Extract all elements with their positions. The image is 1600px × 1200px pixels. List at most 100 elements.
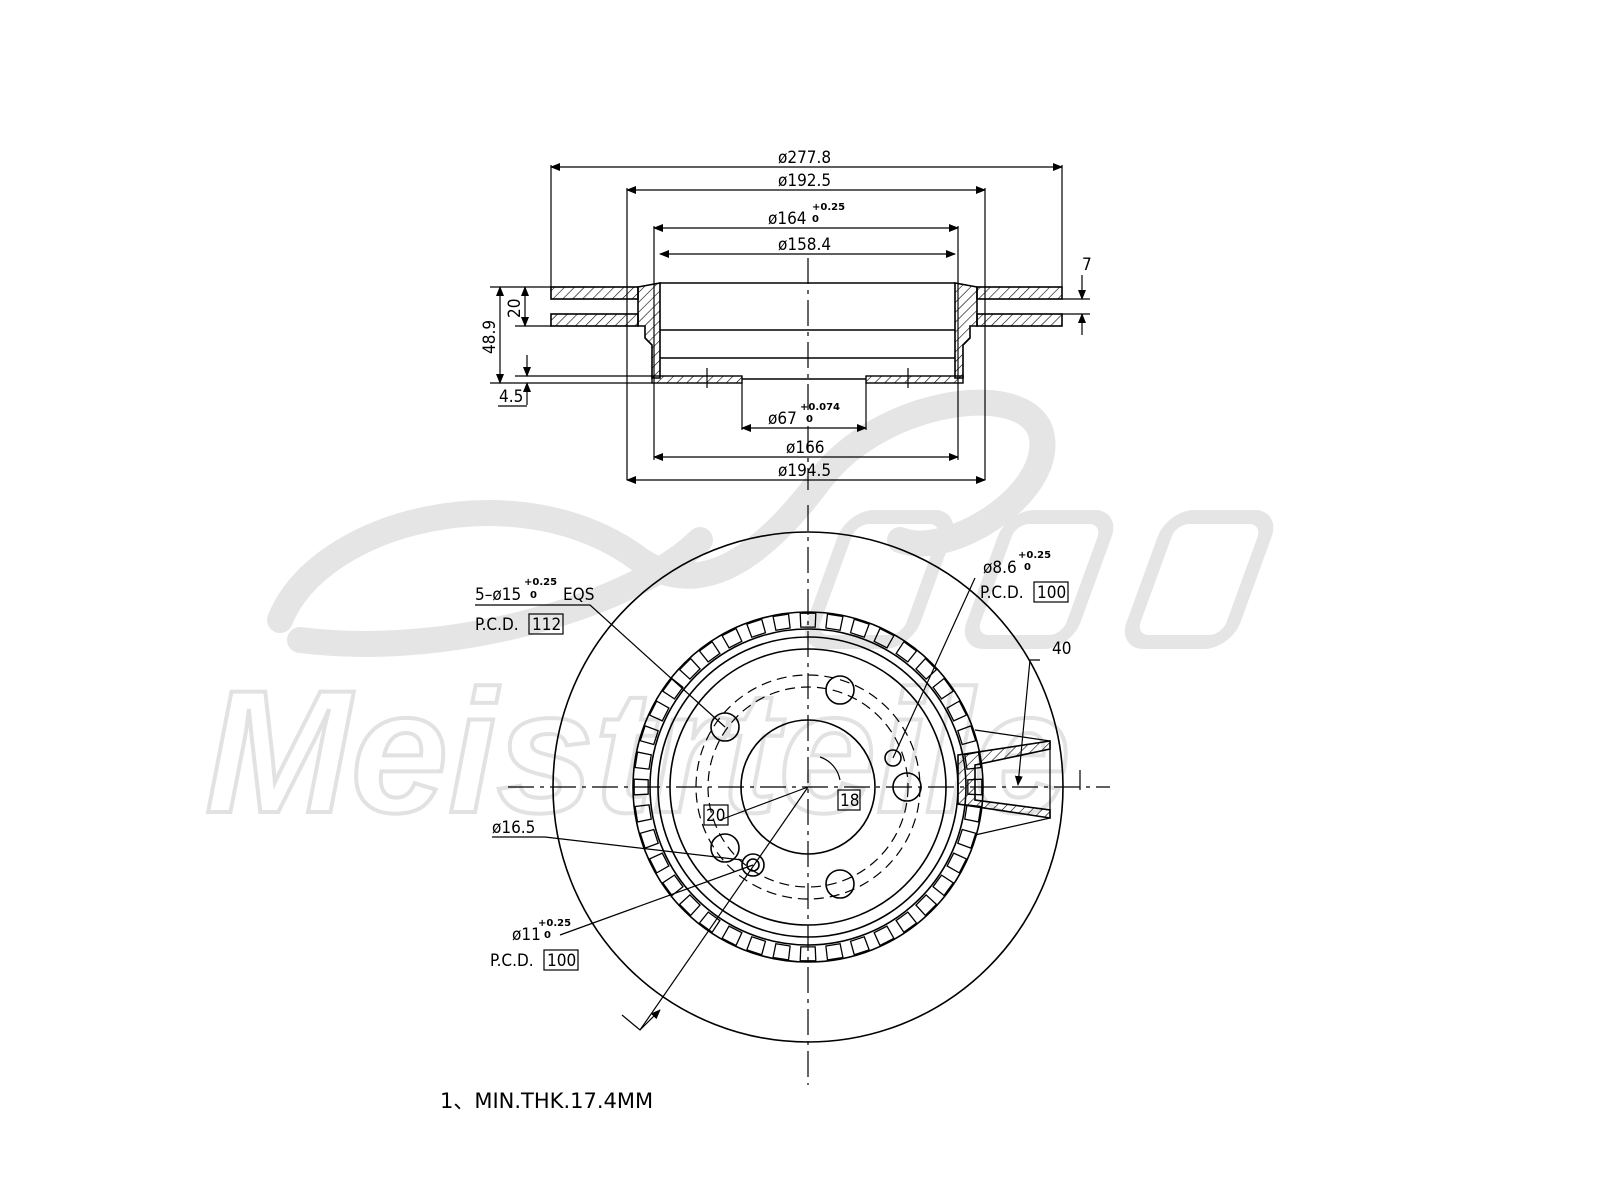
label-pcd-100b: 100 [547, 951, 576, 971]
label-hole-86-tol-lower: 0 [1024, 562, 1031, 573]
cooling-vents [633, 612, 983, 962]
dim-1925: ø192.5 [778, 171, 831, 191]
hub-face-right [865, 375, 964, 384]
dim-7: 7 [1082, 255, 1092, 275]
cooling-vent [634, 804, 652, 823]
hat-inner [669, 648, 947, 926]
pcd-100b-box [543, 949, 579, 971]
label-bolt-holes: 5–ø15 [475, 585, 521, 605]
cooling-vent [946, 700, 968, 722]
section-view: ø277.8 ø192.5 ø164 +0.25 0 ø158.4 ø67 +0… [480, 148, 1092, 490]
dim-164-tol-upper: +0.25 [812, 202, 845, 213]
cooling-vent [799, 612, 817, 628]
leader-165 [492, 836, 743, 861]
label-vanes-40: 40 [1052, 639, 1071, 659]
angle-18-label: 18 [840, 791, 859, 811]
dim-164: ø164 [768, 209, 807, 229]
bolt-hole-1 [710, 712, 740, 742]
cooling-vent [932, 874, 955, 897]
cooling-vent [698, 640, 721, 663]
dim-1945: ø194.5 [778, 461, 831, 481]
bolt-hole-3 [892, 772, 922, 802]
left-ring-top [550, 286, 639, 300]
cooling-vent [825, 943, 844, 961]
cooling-vent [745, 618, 767, 639]
label-d165: ø16.5 [492, 818, 535, 838]
cooling-vent [678, 894, 701, 917]
angle-20-label: 20 [706, 806, 725, 826]
bolt-hole-4 [825, 869, 855, 899]
label-pcd-112-prefix: P.C.D. [475, 615, 519, 635]
cooling-vent [721, 627, 743, 649]
label-hole-11-tol-upper: +0.25 [538, 918, 571, 929]
label-pcd-100a-prefix: P.C.D. [980, 583, 1024, 603]
dim-164-tol-lower: 0 [812, 214, 819, 225]
cooling-vent [956, 724, 977, 746]
dim-67-tol-lower: 0 [806, 414, 813, 425]
cooling-vent [932, 677, 955, 700]
label-hole-11-tol-lower: 0 [544, 930, 551, 941]
bolt-hole-5 [710, 833, 740, 863]
cooling-vent [745, 935, 767, 956]
pcd-circle-100 [707, 686, 909, 888]
cooling-vent [648, 852, 670, 874]
cooling-vent [772, 613, 791, 631]
label-pcd-112: 112 [532, 615, 561, 635]
pcd-100a-box [1033, 581, 1069, 603]
right-hat-wall [954, 282, 978, 379]
cooling-vent [873, 627, 895, 649]
cooling-vent [678, 657, 701, 680]
bolt-hole-2 [825, 675, 855, 705]
angle-18-arc [819, 756, 841, 781]
watermark-swoosh [267, 389, 1056, 657]
label-bolt-tol-lower: 0 [530, 590, 537, 601]
leader-bolt-holes [475, 604, 726, 728]
hole-11 [741, 853, 765, 877]
dim-2778: ø277.8 [778, 148, 831, 168]
cooling-vent [895, 640, 918, 663]
disc-outer-edge [552, 531, 1064, 1043]
center-bore [740, 719, 876, 855]
leader-11 [559, 864, 754, 936]
section-arrow [621, 1009, 661, 1031]
hub-face-left [651, 375, 743, 384]
cooling-vent [721, 925, 743, 947]
dim-20: 20 [505, 299, 525, 318]
label-bolt-eqs: EQS [563, 585, 594, 605]
vent-ring-outer [632, 611, 984, 963]
leader-86 [892, 577, 976, 759]
leader-40 [1014, 659, 1040, 786]
cooling-vent [895, 911, 918, 934]
front-view: 18 20 5–ø15 +0.25 0 EQS P.C.D. 112 ø8.6 … [475, 505, 1110, 1085]
cooling-vent [946, 852, 968, 874]
cooling-vent [873, 925, 895, 947]
label-pcd-100a: 100 [1037, 583, 1066, 603]
right-ring-bottom [976, 313, 1063, 327]
vane-line-bottom [974, 817, 1051, 836]
cooling-vent [634, 751, 652, 770]
dim-67: ø67 [768, 409, 797, 429]
label-bolt-tol-upper: +0.25 [524, 577, 557, 588]
label-hole-86: ø8.6 [983, 558, 1017, 578]
locating-hole-86 [884, 749, 902, 767]
cooling-vent [849, 935, 871, 956]
pcd-circle-112 [695, 674, 921, 900]
cooling-vent [633, 778, 649, 796]
label-hole-86-tol-upper: +0.25 [1018, 550, 1051, 561]
cooling-vent [698, 911, 721, 934]
right-ring-top [976, 286, 1063, 300]
cooling-vent [956, 828, 977, 850]
dim-45: 4.5 [499, 387, 523, 407]
cooling-vent [915, 657, 938, 680]
angle-20-box [703, 804, 729, 826]
note-min-thickness: 1、MIN.THK.17.4MM [440, 1089, 653, 1113]
dim-67-tol-upper: +0.074 [800, 402, 840, 413]
dim-1584: ø158.4 [778, 235, 831, 255]
vane-line-top [974, 729, 1051, 742]
angle-18-box [837, 789, 861, 811]
dim-489: 48.9 [480, 320, 500, 354]
dim-166: ø166 [786, 438, 825, 458]
cooling-vent [639, 828, 660, 850]
cooling-vent [639, 724, 660, 746]
